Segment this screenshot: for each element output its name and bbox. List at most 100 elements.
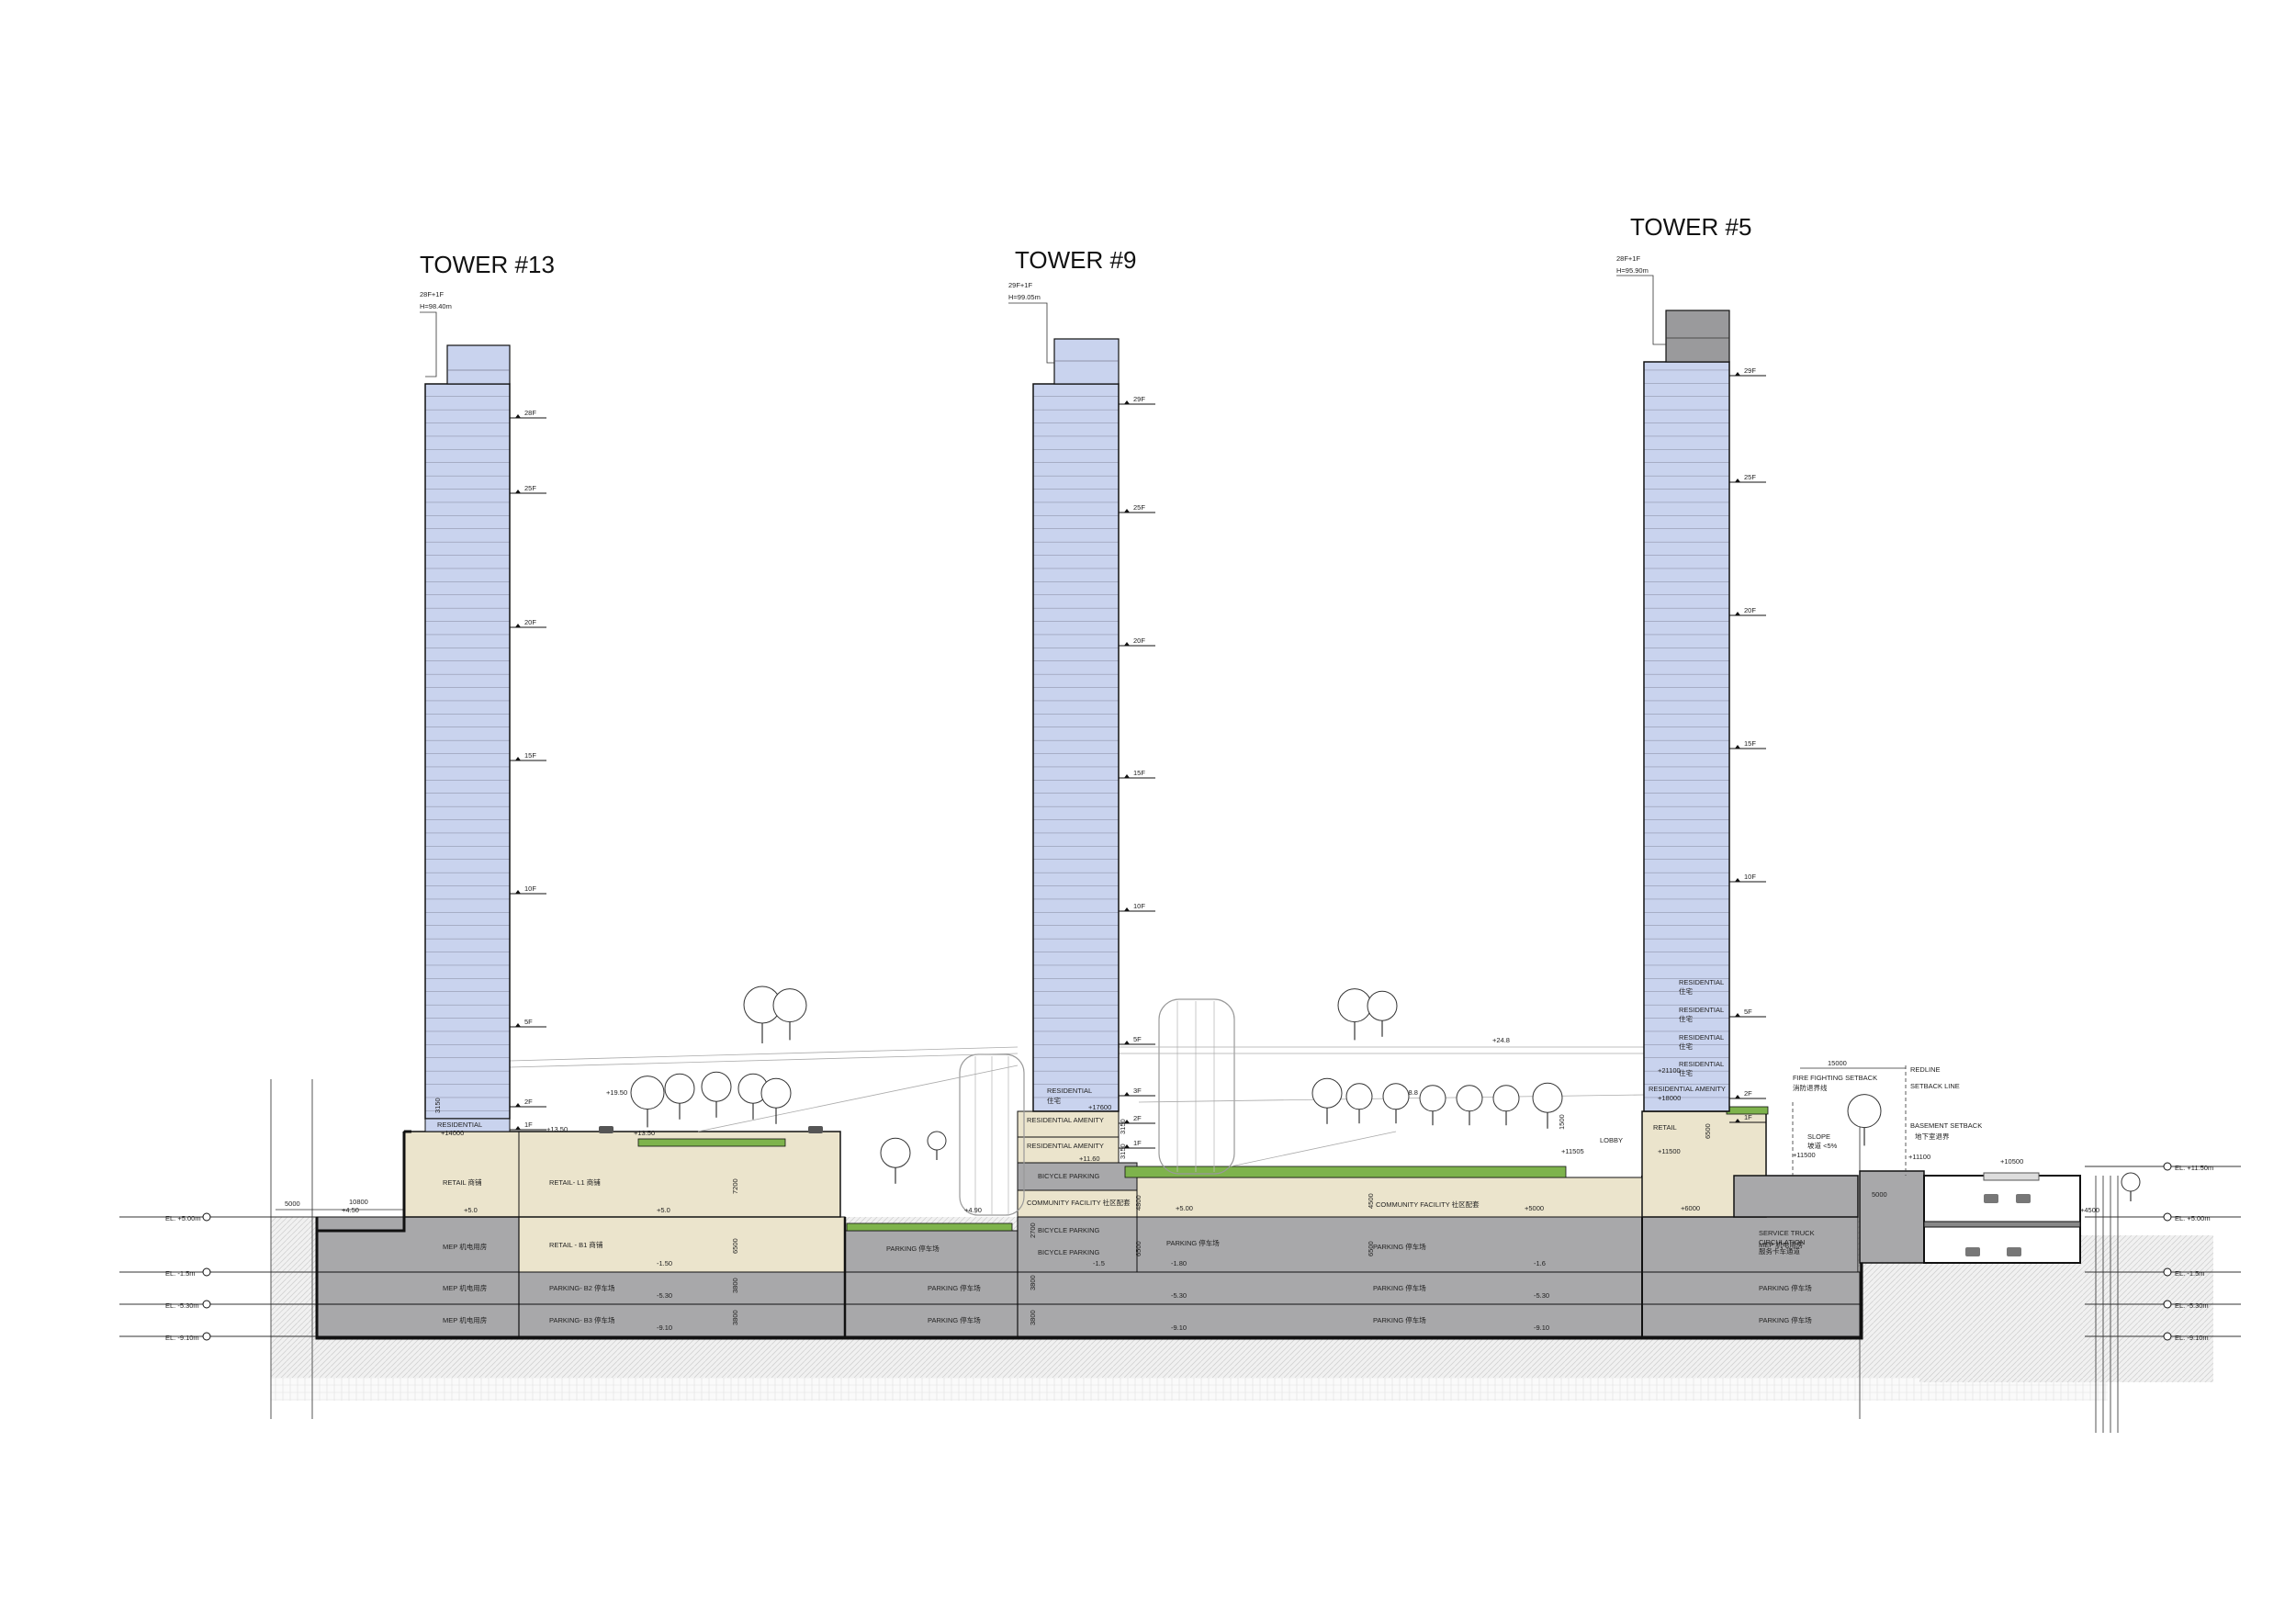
floor-mark-label: 15F xyxy=(1744,739,1756,748)
level-label: +10500 xyxy=(2000,1157,2023,1166)
floor-mark-label: 1F xyxy=(1133,1139,1142,1147)
floor-mark-arrow xyxy=(1735,878,1740,882)
tower-9-height: H=99.05m xyxy=(1008,293,1041,301)
service-podium xyxy=(1733,1175,1859,1218)
elevation-label: EL. -1.5m xyxy=(2175,1269,2205,1278)
bicycle-b1 xyxy=(1017,1216,1138,1273)
dim: 3800 xyxy=(1029,1310,1037,1325)
b3-level xyxy=(316,1303,1861,1337)
floor-mark-arrow xyxy=(1735,479,1740,482)
tower-5-floors: 28F+1F xyxy=(1616,254,1640,263)
tower-13-body xyxy=(424,383,511,1120)
label-mep: MEP 机电用房 xyxy=(1759,1240,1803,1249)
label-bicycle: BICYCLE PARKING xyxy=(1038,1248,1100,1256)
tower-5-height: H=95.90m xyxy=(1616,266,1649,275)
floor-mark-label: 25F xyxy=(524,484,536,492)
elevation-label: EL. +11.50m xyxy=(2175,1164,2213,1172)
label-residential-cn: 住宅 xyxy=(1047,1096,1062,1105)
label-residential-cn: 住宅 xyxy=(1679,1014,1694,1023)
floor-mark-arrow xyxy=(515,890,521,894)
label-service-1: SERVICE TRUCK xyxy=(1759,1229,1815,1237)
tree-canopy xyxy=(1337,988,1372,1023)
setback-label: SETBACK LINE xyxy=(1910,1082,1960,1090)
dim: 3150 xyxy=(433,1098,442,1113)
label-residential: RESIDENTIAL xyxy=(1679,1060,1724,1068)
room-labels: RETAIL 商铺 RETAIL- L1 商铺 MEP 机电用房 RETAIL … xyxy=(437,978,1815,1324)
level-label: -1.6 xyxy=(1534,1259,1546,1267)
label-bicycle: BICYCLE PARKING xyxy=(1038,1226,1100,1234)
tree-canopy xyxy=(1382,1083,1410,1110)
floor-mark-arrow xyxy=(515,624,521,627)
label-parking: PARKING 停车场 xyxy=(886,1244,940,1253)
floor-mark-label: 2F xyxy=(524,1098,533,1106)
dim: 3800 xyxy=(731,1278,739,1293)
dim: 6500 xyxy=(1367,1241,1375,1256)
level-label: +11.60 xyxy=(1079,1155,1100,1163)
tree-canopy xyxy=(1847,1094,1882,1129)
redline-label: REDLINE xyxy=(1910,1065,1941,1074)
label-retail-t5: RETAIL xyxy=(1653,1123,1677,1132)
floor-mark-label: 10F xyxy=(1744,873,1756,881)
floor-mark-arrow xyxy=(1735,612,1740,615)
label-lobby: LOBBY xyxy=(1600,1136,1623,1144)
level-label: +13.50 xyxy=(634,1129,655,1137)
floor-mark-label: 15F xyxy=(1133,769,1145,777)
tower-9-title: TOWER #9 xyxy=(1015,246,1136,274)
elevation-markers-right: EL. +11.50m EL. +5.00m EL. -1.5m EL. -5.… xyxy=(2163,1162,2213,1342)
dim: 6500 xyxy=(1134,1241,1142,1256)
level-label: +17600 xyxy=(1088,1103,1111,1111)
level-label: -1.80 xyxy=(1171,1259,1187,1267)
level-label: -5.30 xyxy=(657,1291,672,1300)
tree-canopy xyxy=(1311,1077,1343,1109)
floor-mark-label: 20F xyxy=(524,618,536,626)
trees xyxy=(630,986,2141,1201)
road-structure xyxy=(1859,1170,1925,1264)
basement-setback-cn: 地下室退界 xyxy=(1915,1132,1950,1141)
level-label: +4500 xyxy=(2080,1206,2099,1214)
label-residential-cn: 住宅 xyxy=(1679,986,1694,996)
floor-mark-arrow xyxy=(1124,774,1130,778)
label-parking: PARKING 停车场 xyxy=(928,1315,981,1324)
label-parking: PARKING 停车场 xyxy=(1759,1315,1812,1324)
level-label: -9.10 xyxy=(1171,1324,1187,1332)
label-bicycle: BICYCLE PARKING xyxy=(1038,1172,1100,1180)
tower-5-body xyxy=(1643,361,1730,1112)
level-label: +11500 xyxy=(1658,1147,1681,1155)
floor-mark-arrow xyxy=(515,1023,521,1027)
parking-b1-a xyxy=(844,1230,1019,1273)
label-res-amenity: RESIDENTIAL AMENITY xyxy=(1027,1142,1104,1150)
level-label: +13.50 xyxy=(546,1125,568,1133)
tree-canopy xyxy=(1456,1085,1483,1112)
tower-5-title: TOWER #5 xyxy=(1630,213,1751,241)
floor-mark-label: 1F xyxy=(524,1121,533,1129)
label-community: COMMUNITY FACILITY 社区配套 xyxy=(1376,1200,1480,1209)
elevation-label: EL. -9.10m xyxy=(2175,1334,2209,1342)
elevation-label: EL. -1.5m xyxy=(165,1269,196,1278)
tree-canopy xyxy=(927,1131,947,1151)
green-roof-2 xyxy=(1124,1166,1567,1178)
dim: 1500 xyxy=(1558,1114,1566,1130)
label-retail-b1: RETAIL - B1 商铺 xyxy=(549,1240,603,1249)
dim: 2700 xyxy=(1029,1222,1037,1238)
elevation-label: EL. -9.10m xyxy=(165,1334,199,1342)
label-retail-l1: RETAIL- L1 商铺 xyxy=(549,1177,601,1187)
podium-step-2 xyxy=(402,1130,411,1212)
floor-mark-arrow xyxy=(515,1126,521,1130)
floor-mark-arrow xyxy=(515,414,521,418)
dim: 3150 xyxy=(1119,1119,1127,1134)
label-residential: RESIDENTIAL xyxy=(1679,1033,1724,1042)
glass-pavilion-2 xyxy=(1158,998,1235,1175)
label-mep: MEP 机电用房 xyxy=(443,1242,487,1251)
floor-mark-arrow xyxy=(1735,1095,1740,1098)
fire-setback-cn: 消防退界线 xyxy=(1793,1083,1828,1092)
label-parking: PARKING 停车场 xyxy=(1373,1283,1426,1292)
community-main xyxy=(1136,1177,1643,1218)
elevation-markers-left: EL. +5.00m EL. -1.5m EL. -5.30m EL. -9.1… xyxy=(165,1212,211,1342)
slope-label: SLOPE xyxy=(1807,1132,1830,1141)
mep-b1 xyxy=(316,1216,520,1273)
floor-mark-label: 15F xyxy=(524,751,536,760)
residential-amenity-1 xyxy=(1017,1110,1120,1138)
level-label: +18000 xyxy=(1658,1094,1681,1102)
floor-mark-arrow xyxy=(1735,745,1740,749)
tree-canopy xyxy=(1345,1083,1373,1110)
